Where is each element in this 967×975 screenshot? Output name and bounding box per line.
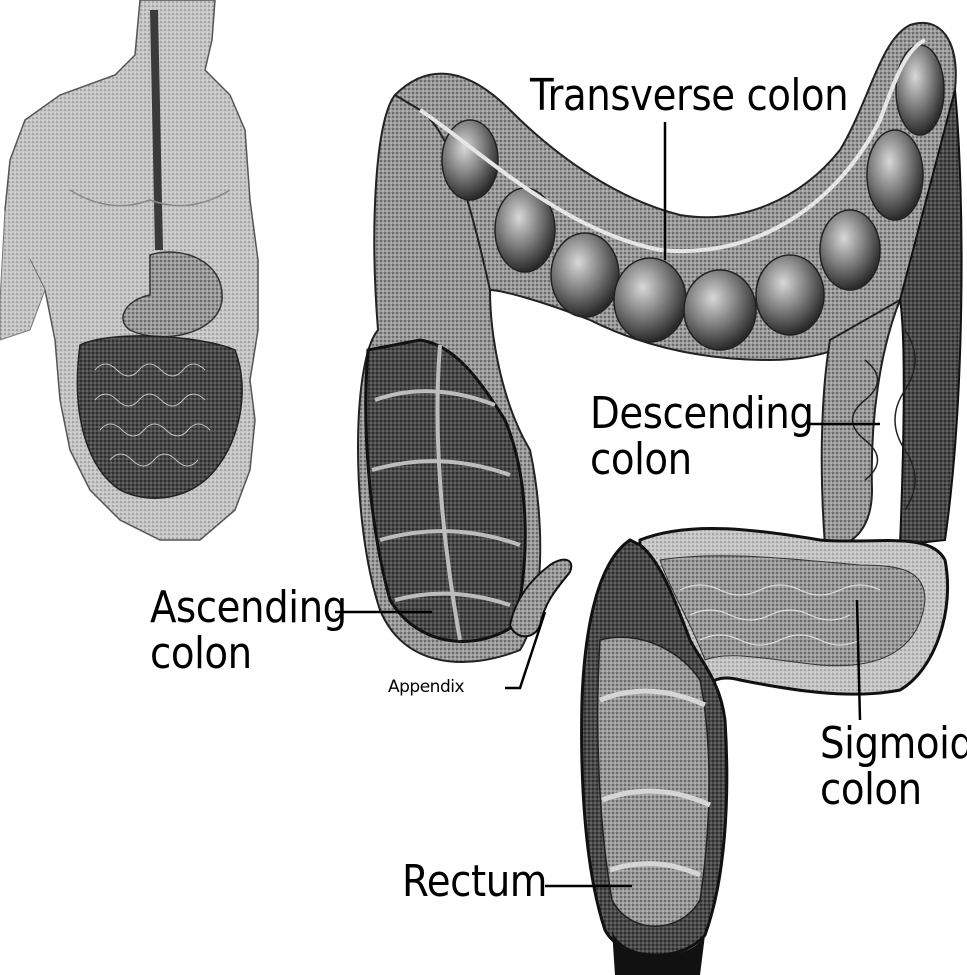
label-sigmoid-colon: Sigmoid colon: [820, 722, 967, 812]
label-sigmoid-line1: Sigmoid: [820, 722, 967, 766]
label-ascending-line1: Ascending: [150, 586, 347, 630]
label-appendix: Appendix: [388, 679, 464, 696]
label-transverse-colon: Transverse colon: [530, 74, 848, 118]
label-ascending-colon: Ascending colon: [150, 586, 347, 676]
label-descending-line2: colon: [590, 438, 814, 482]
torso-figure: [0, 0, 258, 540]
label-rectum: Rectum: [402, 860, 547, 904]
label-descending-colon: Descending colon: [590, 392, 814, 482]
colon-illustration: [358, 23, 962, 975]
label-sigmoid-line2: colon: [820, 768, 967, 812]
label-ascending-line2: colon: [150, 632, 347, 676]
label-descending-line1: Descending: [590, 392, 814, 436]
